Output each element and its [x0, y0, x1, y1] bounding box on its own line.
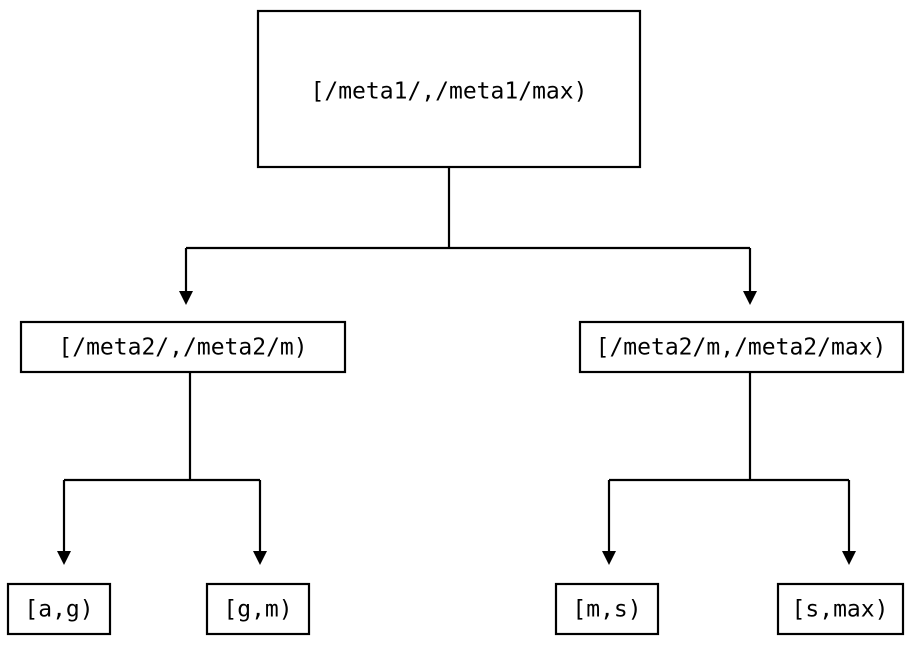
edge-midleft-to-leaves-group — [57, 372, 267, 565]
node-leaf-2-label: [g,m) — [223, 597, 292, 623]
node-root-box — [256, 9, 642, 169]
node-leaf-1-box — [6, 582, 112, 636]
node-mid-right[interactable]: [/meta2/m,/meta2/max) — [578, 320, 905, 374]
node-mid-right-box — [578, 320, 905, 374]
node-leaf-1[interactable]: [a,g) — [6, 582, 112, 636]
node-leaf-2-box — [205, 582, 311, 636]
arrowhead-leaf1 — [57, 551, 71, 565]
arrowhead-mid-right — [743, 291, 757, 305]
node-mid-left[interactable]: [/meta2/,/meta2/m) — [19, 320, 347, 374]
arrowhead-leaf3 — [602, 551, 616, 565]
node-root-label: [/meta1/,/meta1/max) — [311, 79, 588, 105]
arrowhead-leaf2 — [253, 551, 267, 565]
node-leaf-2[interactable]: [g,m) — [205, 582, 311, 636]
node-mid-right-label: [/meta2/m,/meta2/max) — [596, 335, 887, 361]
edge-midright-to-leaves-group — [602, 372, 856, 565]
node-leaf-3-box — [554, 582, 660, 636]
arrowhead-mid-left — [179, 291, 193, 305]
node-root[interactable]: [/meta1/,/meta1/max) — [256, 9, 642, 169]
node-leaf-3[interactable]: [m,s) — [554, 582, 660, 636]
arrowhead-leaf4 — [842, 551, 856, 565]
node-mid-left-box — [19, 320, 347, 374]
node-leaf-3-label: [m,s) — [572, 597, 641, 623]
node-leaf-4-box — [776, 582, 905, 636]
node-leaf-4[interactable]: [s,max) — [776, 582, 905, 636]
node-leaf-1-label: [a,g) — [24, 597, 93, 623]
node-leaf-4-label: [s,max) — [792, 597, 889, 623]
edge-root-to-mid-group — [179, 167, 757, 305]
node-mid-left-label: [/meta2/,/meta2/m) — [58, 335, 307, 361]
